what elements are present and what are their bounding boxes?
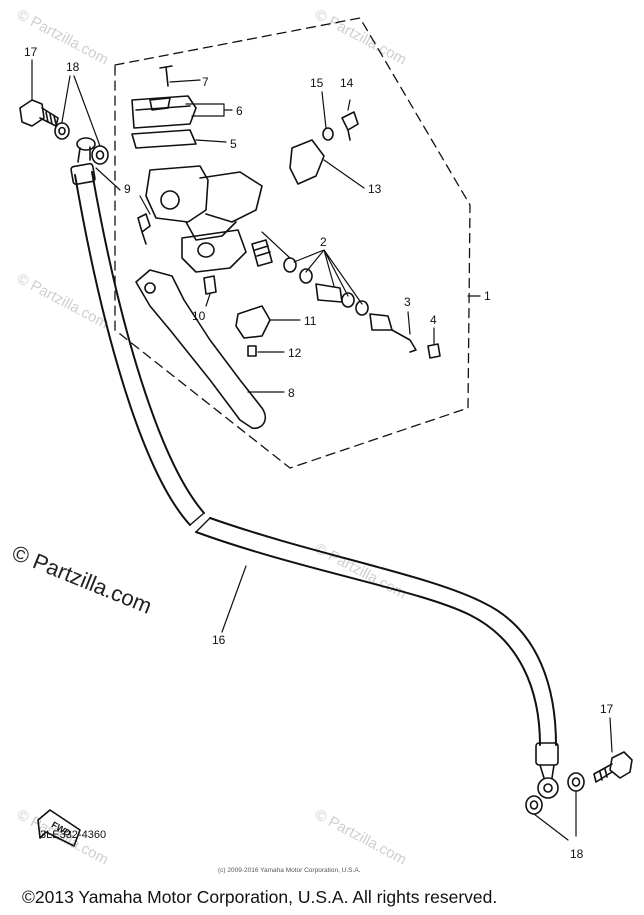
- callout-6: 6: [236, 104, 243, 118]
- hose-fitting-upper: [70, 137, 96, 186]
- union-bolt-lower: [593, 751, 633, 783]
- union-bolt-upper: [19, 99, 59, 127]
- bleed-screw: [137, 213, 151, 245]
- small-copyright: (c) 2009-2016 Yamaha Motor Corporation, …: [218, 867, 361, 874]
- screw: [159, 65, 173, 87]
- callout-3: 3: [404, 295, 411, 309]
- piston-kit: [251, 239, 369, 316]
- callout-1: 1: [484, 289, 491, 303]
- callout-15: 15: [310, 76, 324, 90]
- washer: [322, 127, 334, 141]
- brake-switch: [235, 305, 271, 339]
- hose-fitting-lower: [535, 742, 559, 799]
- callout-18: 18: [66, 60, 80, 74]
- callout-7: 7: [202, 75, 209, 89]
- brake-hose: [74, 174, 191, 526]
- bolt: [341, 111, 359, 141]
- dust-boot: [369, 313, 393, 331]
- switch-screw: [247, 345, 257, 357]
- callout-5: 5: [230, 137, 237, 151]
- locknut: [427, 343, 441, 359]
- fwd-arrow: [37, 809, 81, 847]
- callout-2: 2: [320, 235, 327, 249]
- diaphragm: [131, 95, 197, 129]
- brake-hose: [91, 171, 205, 514]
- callout-14: 14: [340, 76, 354, 90]
- brake-hose: [209, 517, 557, 746]
- callout-labels: 17 18 7 6 5 9 13 2 3 4 1 10 11 12 8 14 1…: [24, 45, 614, 861]
- brake-lever: [135, 269, 267, 430]
- callout-9: 9: [124, 182, 131, 196]
- copper-washer: [525, 795, 543, 815]
- reservoir-cover: [131, 129, 197, 149]
- callout-8: 8: [288, 386, 295, 400]
- brake-hose: [195, 531, 541, 746]
- callout-4: 4: [430, 313, 437, 327]
- master-cylinder-body: [145, 165, 263, 273]
- callout-11: 11: [304, 314, 317, 328]
- callout-16: 16: [212, 633, 226, 647]
- callout-12: 12: [288, 346, 302, 360]
- holder-bracket: [289, 139, 325, 185]
- push-rod: [391, 329, 417, 353]
- callout-13: 13: [368, 182, 382, 196]
- callout-17: 17: [600, 702, 614, 716]
- copper-washer: [91, 145, 109, 165]
- copper-washer: [567, 772, 585, 792]
- part-number: 3LE332-4360: [40, 829, 107, 841]
- callout-17: 17: [24, 45, 38, 59]
- assembly-boundary: [114, 17, 471, 469]
- footer-copyright: ©2013 Yamaha Motor Corporation, U.S.A. A…: [22, 887, 498, 907]
- leader-lines: [31, 59, 613, 841]
- lever-pivot-bolt: [203, 275, 217, 295]
- callout-10: 10: [192, 309, 206, 323]
- callout-18: 18: [570, 847, 584, 861]
- copper-washer: [54, 122, 70, 140]
